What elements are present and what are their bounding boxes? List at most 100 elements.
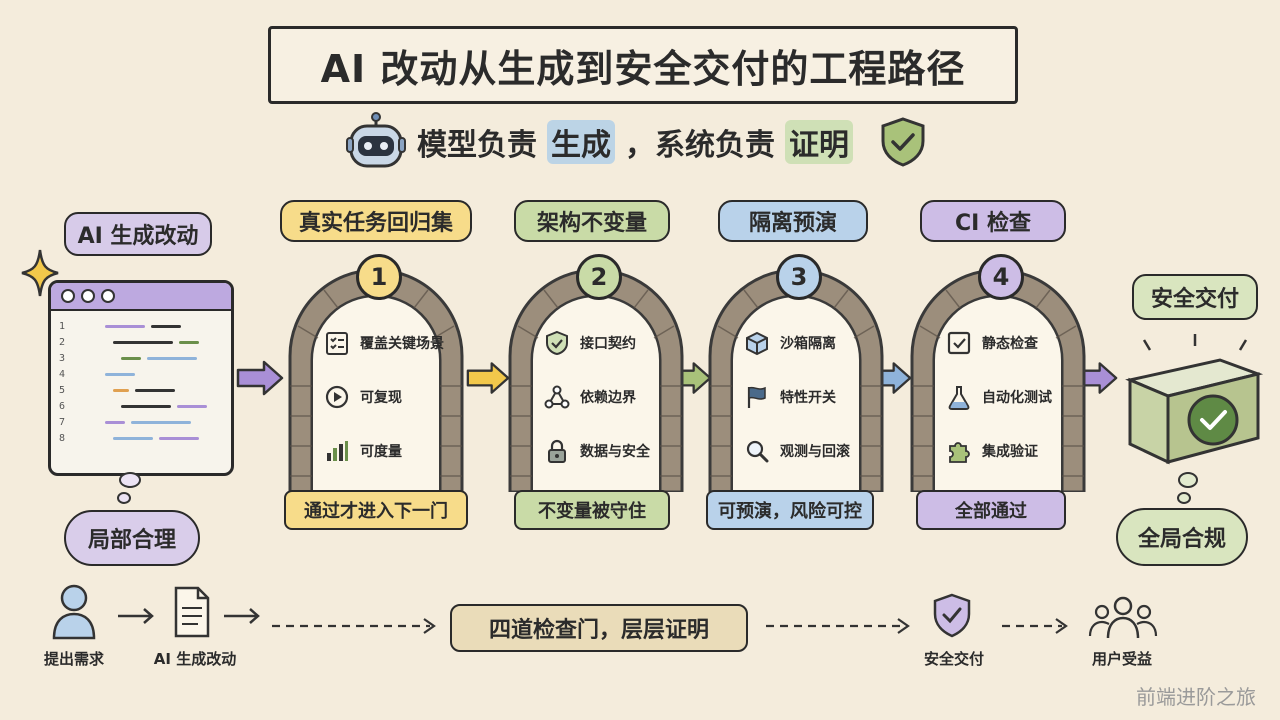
puzzle-icon — [949, 442, 970, 463]
watermark: 前端进阶之旅 — [1136, 685, 1256, 709]
gate-3-item-1-label: 沙箱隔离 — [780, 336, 836, 352]
window-dot-icon — [61, 289, 75, 303]
lock-icon — [548, 439, 566, 463]
code-segment — [131, 420, 191, 424]
subtitle-highlight-generate: 生成 — [547, 120, 615, 164]
checklist-icon — [326, 332, 348, 355]
gate-4-title: CI 检查 — [920, 200, 1066, 242]
gate-4-item-2: 自动化测试 — [946, 370, 1078, 424]
stone-arch — [910, 268, 1086, 494]
shield-check-icon — [546, 330, 568, 356]
flask-icon — [948, 386, 970, 410]
dashed-arrow — [272, 618, 436, 634]
checkbox-icon — [947, 331, 971, 355]
gate-3-item-1: 沙箱隔离 — [744, 316, 876, 370]
code-segment — [147, 356, 197, 360]
gate-2-title: 架构不变量 — [514, 200, 670, 242]
gate-2-number-badge: 2 — [576, 254, 622, 300]
code-segment — [135, 388, 175, 392]
code-segment — [105, 324, 145, 328]
code-line: 2 — [59, 335, 199, 349]
gate-2-footer: 不变量被守住 — [514, 490, 670, 530]
flow-step-user-benefit: 用户受益 — [1091, 650, 1152, 668]
code-segment — [105, 372, 135, 376]
subtitle-part1: 模型负责 — [417, 128, 537, 163]
robot-icon — [346, 112, 406, 168]
gate-4-footer: 全部通过 — [916, 490, 1066, 530]
gate-2-item-2: 依赖边界 — [544, 370, 676, 424]
flag-icon — [747, 386, 766, 408]
code-line: 7 — [59, 415, 191, 429]
window-dot-icon — [101, 289, 115, 303]
gate-4-item-3-label: 集成验证 — [982, 444, 1038, 460]
dashed-arrow — [1002, 618, 1068, 634]
gate-2-item-3-label: 数据与安全 — [580, 444, 650, 460]
gate-2-item-1-label: 接口契约 — [580, 336, 636, 352]
safe-delivery-label: 安全交付 — [1132, 274, 1258, 320]
gate-1-arch: 覆盖关键场景 可复现 可度量 1 — [284, 254, 468, 494]
gate-3-item-3-label: 观测与回滚 — [780, 444, 850, 460]
document-icon — [174, 586, 210, 638]
gate-1-item-2: 可复现 — [324, 370, 456, 424]
flow-step-safe-delivery: 安全交付 — [923, 650, 984, 668]
delivery-box-icon — [1125, 334, 1264, 465]
magnifier-icon — [746, 440, 769, 463]
code-segment — [151, 324, 181, 328]
gate-4-item-1: 静态检查 — [946, 316, 1078, 370]
line-number: 4 — [59, 368, 66, 380]
gate-3-title: 隔离预演 — [718, 200, 868, 242]
gate-2-item-2-label: 依赖边界 — [580, 390, 636, 406]
line-number: 7 — [59, 416, 66, 428]
arrow-right-icon — [236, 360, 284, 396]
user-icon — [52, 584, 96, 640]
gate-3-item-2: 特性开关 — [744, 370, 876, 424]
line-number: 6 — [59, 400, 66, 412]
code-line: 1 — [59, 319, 181, 333]
code-segment — [121, 356, 141, 360]
thought-bubble-dots — [117, 472, 141, 504]
code-line: 6 — [59, 399, 207, 413]
gate-3-arch: 沙箱隔离 特性开关 观测与回滚 3 — [704, 254, 888, 494]
code-segment — [159, 436, 199, 440]
gate-1-item-1-label: 覆盖关键场景 — [360, 336, 444, 352]
users-group-icon — [1088, 596, 1158, 639]
sparkle-icon — [21, 249, 59, 297]
gate-4-item-1-label: 静态检查 — [982, 336, 1038, 352]
gate-3-footer: 可预演，风险可控 — [706, 490, 874, 530]
gate-3-item-2-label: 特性开关 — [780, 390, 836, 406]
gate-3-number-badge: 3 — [776, 254, 822, 300]
code-segment — [177, 404, 207, 408]
ai-change-label: AI 生成改动 — [64, 212, 212, 256]
gate-1-item-1: 覆盖关键场景 — [324, 316, 456, 370]
code-segment — [113, 340, 173, 344]
gate-1-footer: 通过才进入下一门 — [284, 490, 468, 530]
gate-2-item-1: 接口契约 — [544, 316, 676, 370]
gate-4-number-badge: 4 — [978, 254, 1024, 300]
play-circle-icon — [325, 385, 349, 409]
gate-1-title: 真实任务回归集 — [280, 200, 472, 242]
gate-4-arch: 静态检查 自动化测试 集成验证 4 — [906, 254, 1090, 494]
subtitle: 模型负责生成，系统负责证明 — [345, 112, 945, 172]
stone-arch — [288, 268, 464, 494]
local-reasonable-cloud: 局部合理 — [64, 510, 200, 566]
network-nodes-icon — [544, 385, 570, 409]
code-line: 3 — [59, 351, 197, 365]
line-number: 2 — [59, 336, 66, 348]
gate-3-item-3: 观测与回滚 — [744, 424, 876, 478]
cube-icon — [746, 331, 768, 356]
line-number: 8 — [59, 432, 66, 444]
gate-4-item-2-label: 自动化测试 — [982, 390, 1052, 406]
gate-1-item-3-label: 可度量 — [360, 444, 402, 460]
gate-1-number-badge: 1 — [356, 254, 402, 300]
code-segment — [113, 388, 129, 392]
arrow-icon — [118, 608, 154, 624]
subtitle-part2: ，系统负责 — [625, 128, 775, 163]
line-number: 5 — [59, 384, 66, 396]
code-window: 1 2 3 4 5 6 7 8 — [48, 280, 234, 476]
gate-1-item-3: 可度量 — [324, 424, 456, 478]
code-segment — [113, 436, 153, 440]
code-line: 8 — [59, 431, 199, 445]
code-segment — [121, 404, 171, 408]
arrow-icon — [224, 608, 260, 624]
code-segment — [105, 420, 125, 424]
